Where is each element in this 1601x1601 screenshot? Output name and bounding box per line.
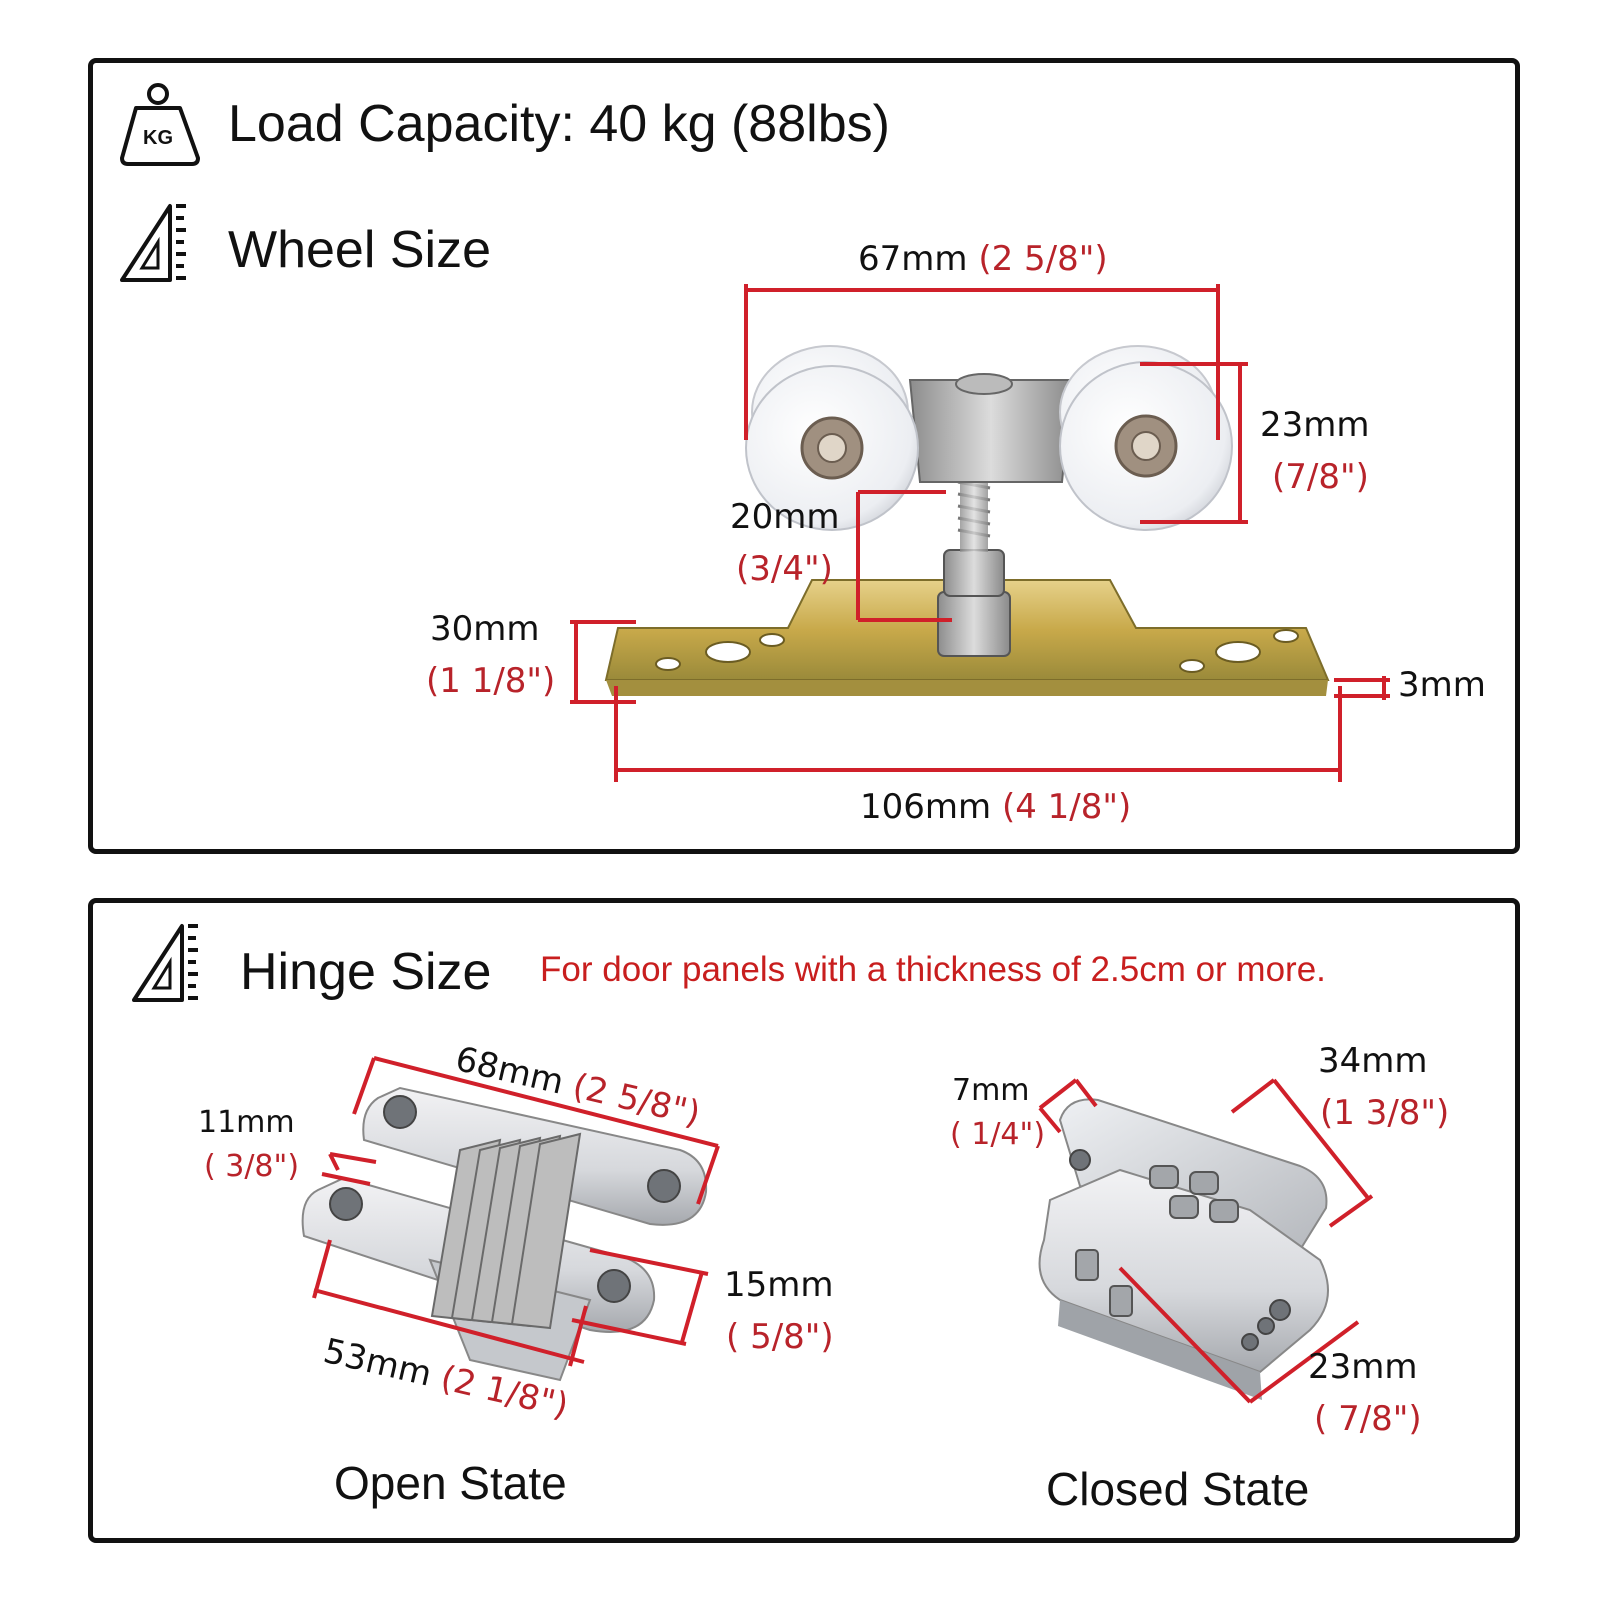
- open-thickness-mm: 11mm: [198, 1105, 295, 1140]
- kg-weight-icon: KG: [120, 83, 200, 166]
- hinge-size-title: Hinge Size: [240, 943, 492, 1001]
- closed-gap-mm: 7mm: [952, 1073, 1030, 1108]
- wheel-width-mm: 67mm: [858, 239, 968, 279]
- open-body-mm: 15mm: [724, 1265, 834, 1305]
- load-capacity-label: Load Capacity: 40 kg (88lbs): [228, 95, 890, 153]
- stem-in: (3/4"): [736, 549, 833, 589]
- closed-gap-in: ( 1/4"): [950, 1117, 1046, 1152]
- wheel-width-in: (2 5/8"): [978, 239, 1108, 279]
- closed-width-in: (1 3/8"): [1320, 1093, 1450, 1133]
- wheel-size-title: Wheel Size: [228, 221, 491, 279]
- wheel-height-mm: 23mm: [1260, 405, 1370, 445]
- open-body-in: ( 5/8"): [726, 1317, 834, 1357]
- plate-height-in: (1 1/8"): [426, 661, 556, 701]
- kg-icon-label: KG: [143, 127, 173, 149]
- ruler-triangle-icon: [132, 924, 198, 1002]
- ruler-triangle-icon: [120, 204, 186, 282]
- thickness-mm: 3mm: [1398, 665, 1486, 705]
- stem-mm: 20mm: [730, 497, 840, 537]
- closed-depth-in: ( 7/8"): [1314, 1399, 1422, 1439]
- plate-length-label: 106mm (4 1/8"): [860, 790, 1131, 824]
- plate-height-mm: 30mm: [430, 609, 540, 649]
- closed-depth-mm: 23mm: [1308, 1347, 1418, 1387]
- wheel-width-label: 67mm (2 5/8"): [858, 242, 1108, 276]
- open-thickness-in: ( 3/8"): [204, 1149, 300, 1184]
- plate-length-mm: 106mm: [860, 787, 992, 827]
- plate-length-in: (4 1/8"): [1001, 787, 1132, 827]
- closed-width-mm: 34mm: [1318, 1041, 1428, 1081]
- wheel-height-in: (7/8"): [1272, 457, 1369, 497]
- hinge-thickness-note: For door panels with a thickness of 2.5c…: [540, 950, 1326, 989]
- closed-state-caption: Closed State: [1046, 1463, 1310, 1515]
- open-state-caption: Open State: [334, 1457, 567, 1509]
